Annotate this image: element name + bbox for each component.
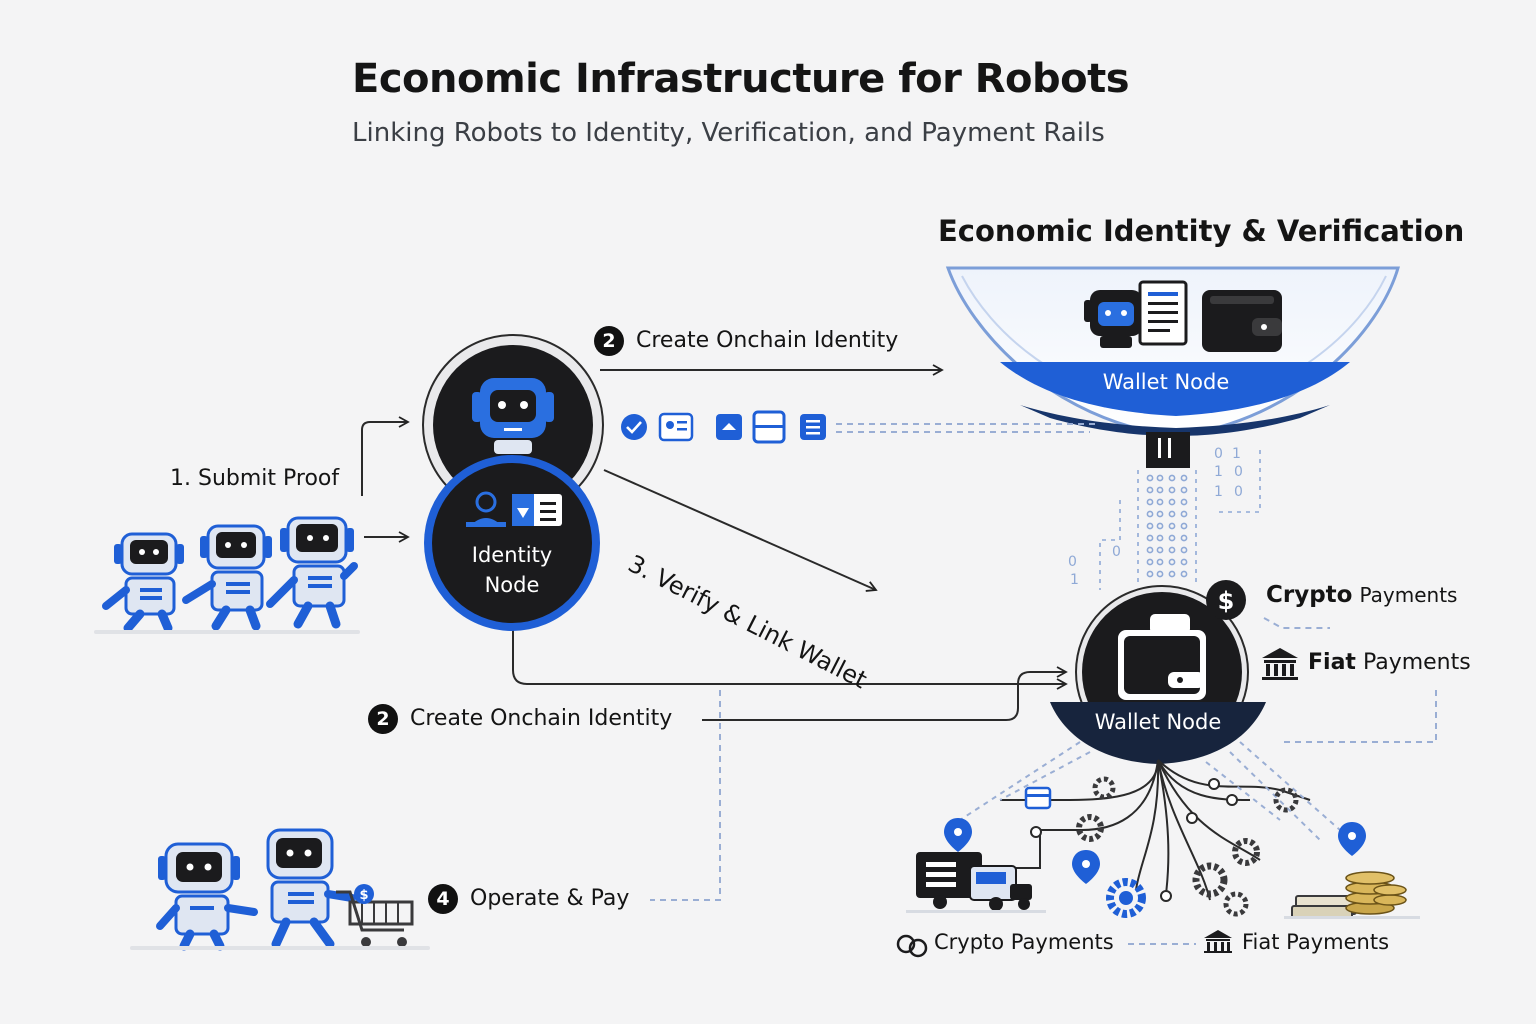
svg-text:0: 0: [1214, 446, 1223, 462]
bank-icon: [1262, 648, 1298, 680]
funnel-wallet-node-label: Wallet Node: [1102, 370, 1230, 394]
step-submit-proof: 1. Submit Proof: [170, 466, 340, 491]
bank-icon: [1204, 930, 1232, 953]
wallet-node: [1050, 585, 1266, 764]
robot-head-icon: [472, 378, 554, 454]
crypto-payments-bottom-label: Crypto Payments: [934, 930, 1114, 954]
fiat-payments-label: Fiat Payments: [1308, 650, 1471, 675]
upload-icon: [716, 414, 742, 440]
robot-icon: [102, 532, 184, 633]
step-operate-pay-label: Operate & Pay: [470, 886, 630, 911]
gear-icon: [1106, 878, 1146, 918]
location-pin-icon: [1072, 850, 1100, 884]
svg-text:1: 1: [1214, 464, 1223, 480]
document-icon: [1138, 280, 1188, 346]
svg-text:1: 1: [1214, 484, 1223, 500]
svg-text:0: 0: [1112, 544, 1121, 560]
wallet-node-label: Wallet Node: [1094, 710, 1222, 734]
step-number-badge: 4: [428, 884, 458, 914]
coin-stack-icon: [896, 934, 928, 958]
crypto-payments-label: Crypto Payments: [1266, 582, 1457, 608]
svg-text:$: $: [359, 888, 368, 903]
robot-icon: [266, 516, 358, 629]
robot-group-submitters: [94, 516, 360, 634]
svg-text:$: $: [1218, 587, 1235, 615]
step-create-identity-top: 2 Create Onchain Identity: [594, 326, 898, 356]
location-pin-icon: [1338, 822, 1366, 856]
delivery-truck-icon: [906, 852, 1046, 913]
step-number-badge: 2: [368, 704, 398, 734]
step-create-identity-bottom: 2 Create Onchain Identity: [368, 704, 672, 734]
dashed-links: [650, 423, 1437, 945]
node-dot-icon: [1030, 778, 1238, 902]
binary-stream: [1099, 450, 1261, 590]
dollar-coin-icon: $: [1206, 580, 1246, 620]
id-card-icon: [658, 412, 694, 442]
identity-node-label-line2: Node: [484, 573, 540, 597]
payment-network: [1000, 759, 1311, 901]
gear-icon: [1076, 814, 1104, 842]
gear-icon: [1192, 862, 1228, 898]
identity-node-label-line1: Identity: [471, 543, 553, 567]
page-subtitle: Linking Robots to Identity, Verification…: [352, 118, 1105, 148]
page-title: Economic Infrastructure for Robots: [352, 56, 1130, 102]
step-operate-pay: 4 Operate & Pay: [428, 884, 629, 914]
svg-text:1: 1: [1070, 572, 1079, 588]
crypto-payments-label-bold: Crypto: [1266, 582, 1353, 608]
wallet-icon: [1118, 614, 1206, 700]
robot-icon: [266, 828, 356, 949]
user-icon: [466, 491, 506, 527]
verification-funnel: [945, 266, 1400, 468]
layout-icon: [752, 410, 786, 444]
svg-text:0: 0: [1068, 554, 1077, 570]
crypto-payments-label-suffix: Payments: [1359, 583, 1458, 607]
robot-icon: [182, 524, 272, 631]
gear-icon: [1232, 838, 1260, 866]
connector-lines: [361, 364, 1068, 721]
profile-card-icon: [512, 494, 562, 526]
calendar-icon: [1024, 786, 1052, 810]
identity-node-label: Identity Node: [452, 540, 572, 600]
step-number-badge: 2: [594, 326, 624, 356]
svg-text:0: 0: [1234, 464, 1243, 480]
shopping-cart-icon: $: [336, 884, 414, 947]
svg-text:0: 0: [1234, 484, 1243, 500]
identity-node: [424, 455, 600, 631]
fiat-payments-label-suffix: Payments: [1362, 650, 1471, 675]
wallet-icon: [1202, 290, 1282, 352]
location-pin-icon: [944, 818, 972, 852]
svg-text:1: 1: [1232, 446, 1241, 462]
fiat-payments-label-bold: Fiat: [1308, 650, 1356, 675]
robot-icon: [156, 842, 258, 951]
robot-group-operators: $: [130, 828, 430, 951]
check-badge-icon: [621, 414, 647, 440]
coins-cash-icon: [1284, 871, 1420, 919]
step-create-identity-top-label: Create Onchain Identity: [636, 328, 899, 353]
payment-network-dashed: [959, 741, 1341, 841]
verification-panel-title: Economic Identity & Verification: [938, 214, 1465, 248]
gear-icon: [1092, 776, 1116, 800]
gear-icon: [1273, 787, 1299, 813]
binary-digits: 0 1 1 0 1 0 0 1 0: [1068, 446, 1243, 588]
gear-icon: [1223, 891, 1249, 917]
ledger-icon: [800, 414, 826, 440]
fiat-payments-bottom-label: Fiat Payments: [1242, 930, 1390, 954]
step-create-identity-bottom-label: Create Onchain Identity: [410, 706, 673, 731]
